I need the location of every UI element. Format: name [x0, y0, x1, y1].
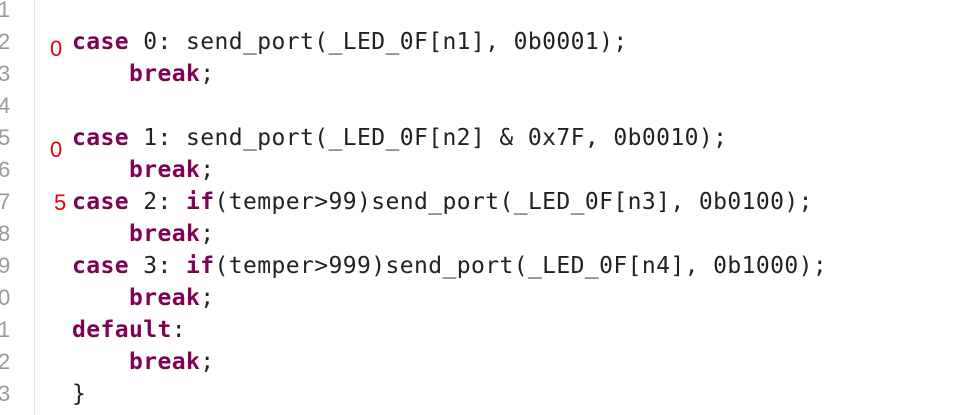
- code-token: 0: send_port(_LED_0F[n1], 0b0001);: [129, 29, 628, 55]
- code-text: break;: [72, 58, 215, 90]
- code-token: ;: [200, 157, 215, 183]
- code-text: break;: [72, 282, 215, 314]
- code-text: case 3: if(temper>999)send_port(_LED_0F[…: [72, 250, 827, 282]
- line-number: 4: [0, 93, 11, 118]
- code-text: default:: [72, 314, 186, 346]
- code-token: ;: [200, 221, 215, 247]
- line-number: 8: [0, 221, 11, 246]
- code-token: ;: [200, 285, 215, 311]
- annotation-marker: 0: [50, 36, 63, 61]
- keyword-token: case: [72, 125, 129, 151]
- line-number: 3: [0, 381, 11, 406]
- code-line[interactable]: 8 break;: [0, 218, 955, 250]
- code-token: (temper>999)send_port(_LED_0F[n4], 0b100…: [214, 253, 828, 279]
- line-number: 5: [0, 125, 11, 150]
- code-line[interactable]: 0 break;: [0, 282, 955, 314]
- code-text: case 1: send_port(_LED_0F[n2] & 0x7F, 0b…: [72, 122, 727, 154]
- code-token: :: [171, 317, 186, 343]
- line-number: 7: [0, 189, 11, 214]
- code-text: case 0: send_port(_LED_0F[n1], 0b0001);: [72, 26, 628, 58]
- keyword-token: break: [129, 285, 201, 311]
- keyword-token: break: [129, 349, 201, 375]
- code-line[interactable]: 9 case 3: if(temper>999)send_port(_LED_0F…: [0, 250, 955, 282]
- line-number: 2: [0, 349, 11, 374]
- code-token: }: [72, 381, 87, 407]
- line-number: 0: [0, 285, 11, 310]
- code-text: case 2: if(temper>99)send_port(_LED_0F[n…: [72, 186, 813, 218]
- keyword-token: break: [129, 157, 201, 183]
- code-token: 2:: [129, 189, 186, 215]
- code-line[interactable]: 5 0 case 1: send_port(_LED_0F[n2] & 0x7F, …: [0, 122, 955, 162]
- code-token: 3:: [129, 253, 186, 279]
- line-number: 3: [0, 61, 11, 86]
- code-token: ;: [200, 349, 215, 375]
- code-token: [72, 61, 129, 87]
- keyword-token: if: [186, 253, 215, 279]
- code-token: ;: [200, 61, 215, 87]
- code-line[interactable]: 1 default:: [0, 314, 955, 346]
- keyword-token: case: [72, 29, 129, 55]
- code-text: }: [72, 378, 86, 410]
- keyword-token: case: [72, 253, 129, 279]
- code-token: [72, 221, 129, 247]
- code-line[interactable]: 2 break;: [0, 346, 955, 378]
- keyword-token: default: [72, 317, 172, 343]
- code-line[interactable]: 3 break;: [0, 58, 955, 90]
- line-number: 6: [0, 157, 11, 182]
- line-number: 2: [0, 29, 11, 54]
- code-token: [72, 157, 129, 183]
- code-token: 1: send_port(_LED_0F[n2] & 0x7F, 0b0010)…: [129, 125, 728, 151]
- line-number: 1: [0, 317, 11, 342]
- code-line[interactable]: 3}: [0, 378, 955, 410]
- keyword-token: if: [186, 189, 215, 215]
- code-token: [72, 285, 129, 311]
- keyword-token: break: [129, 221, 201, 247]
- code-text: break;: [72, 154, 215, 186]
- code-token: (temper>99)send_port(_LED_0F[n3], 0b0100…: [214, 189, 813, 215]
- code-line[interactable]: 2 0 case 0: send_port(_LED_0F[n1], 0b0001)…: [0, 26, 955, 61]
- line-number-gutter: [0, 0, 35, 415]
- code-token: [72, 349, 129, 375]
- code-line[interactable]: 4: [0, 90, 955, 122]
- annotation-marker: 5: [54, 190, 67, 215]
- code-text: break;: [72, 218, 215, 250]
- keyword-token: break: [129, 61, 201, 87]
- code-line[interactable]: 1: [0, 0, 955, 26]
- annotation-marker: 0: [50, 137, 63, 162]
- code-text: break;: [72, 346, 215, 378]
- line-number: 1: [0, 0, 11, 22]
- keyword-token: case: [72, 189, 129, 215]
- line-number: 9: [0, 253, 11, 278]
- code-line[interactable]: 6 break;: [0, 154, 955, 186]
